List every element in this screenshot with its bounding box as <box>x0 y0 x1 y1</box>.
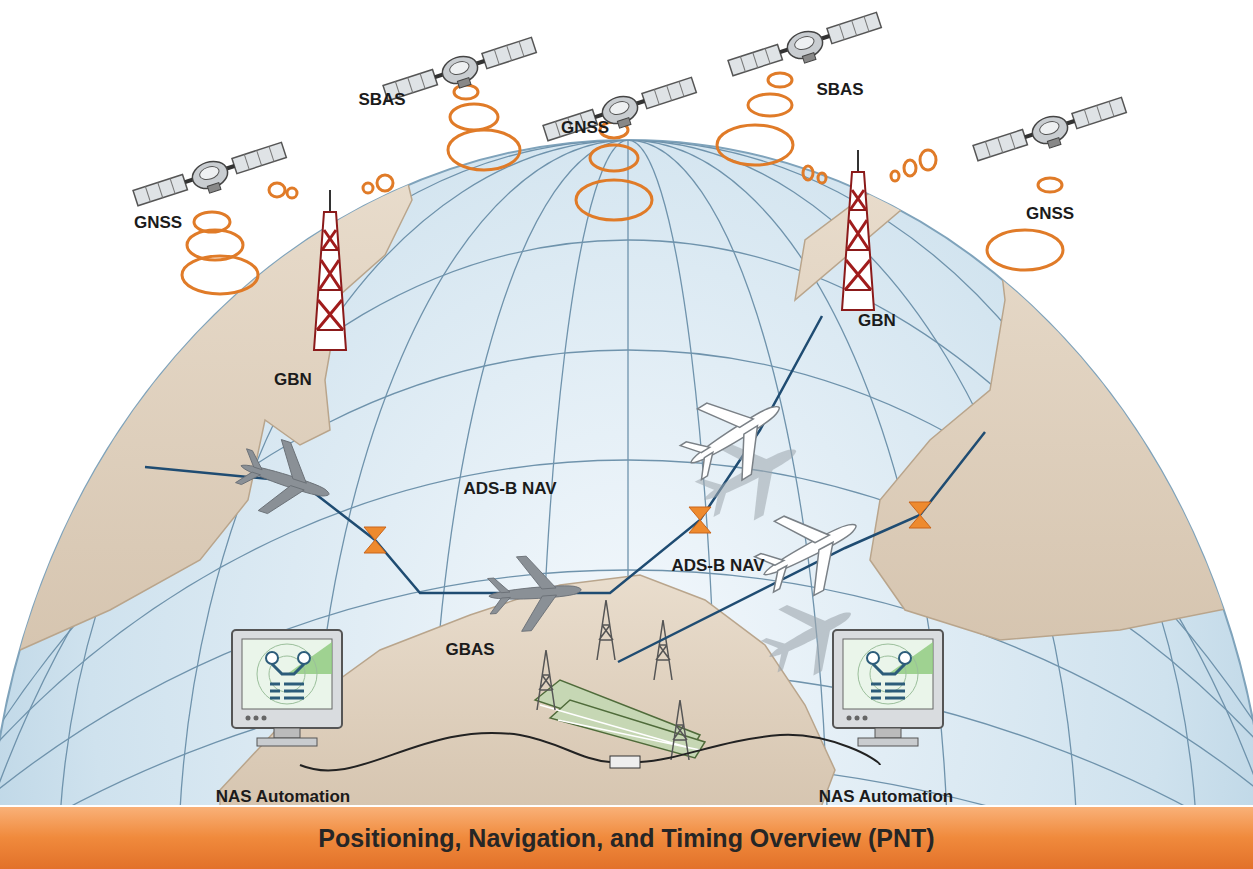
aircraft <box>486 553 583 634</box>
ground-tower <box>314 190 346 350</box>
waypoint <box>364 527 386 553</box>
title-band <box>0 806 1253 869</box>
satellite <box>132 139 290 216</box>
network-wire <box>300 733 880 771</box>
globe-grid <box>0 140 1253 869</box>
flight-path <box>145 316 985 662</box>
label: GBN <box>274 370 312 390</box>
signal-rings <box>182 73 1072 294</box>
ground-tower <box>842 150 874 310</box>
waypoint <box>909 502 931 528</box>
label: SBAS <box>358 90 405 110</box>
aircraft <box>230 430 341 530</box>
satellite <box>727 9 885 86</box>
airport <box>535 600 705 760</box>
network-hub <box>610 756 640 768</box>
label: GNSS <box>561 118 609 138</box>
label: GBN <box>858 311 896 331</box>
monitor <box>833 630 943 746</box>
aircraft <box>744 489 875 612</box>
aircraft <box>669 372 802 498</box>
label: GNSS <box>134 213 182 233</box>
band-edge <box>0 805 1253 807</box>
label: ADS-B NAV <box>671 556 764 576</box>
label: GBAS <box>445 640 494 660</box>
label: NAS Automation <box>216 787 350 807</box>
title-area: Positioning, Navigation, and Timing Over… <box>0 808 1253 869</box>
diagram-title: Positioning, Navigation, and Timing Over… <box>318 824 934 853</box>
label: NAS Automation <box>819 787 953 807</box>
label: GNSS <box>1026 204 1074 224</box>
label: SBAS <box>816 80 863 100</box>
land <box>0 150 1253 810</box>
waypoint <box>689 507 711 533</box>
satellite <box>542 74 700 151</box>
monitor <box>232 630 342 746</box>
label: ADS-B NAV <box>463 479 556 499</box>
satellite <box>972 94 1130 171</box>
